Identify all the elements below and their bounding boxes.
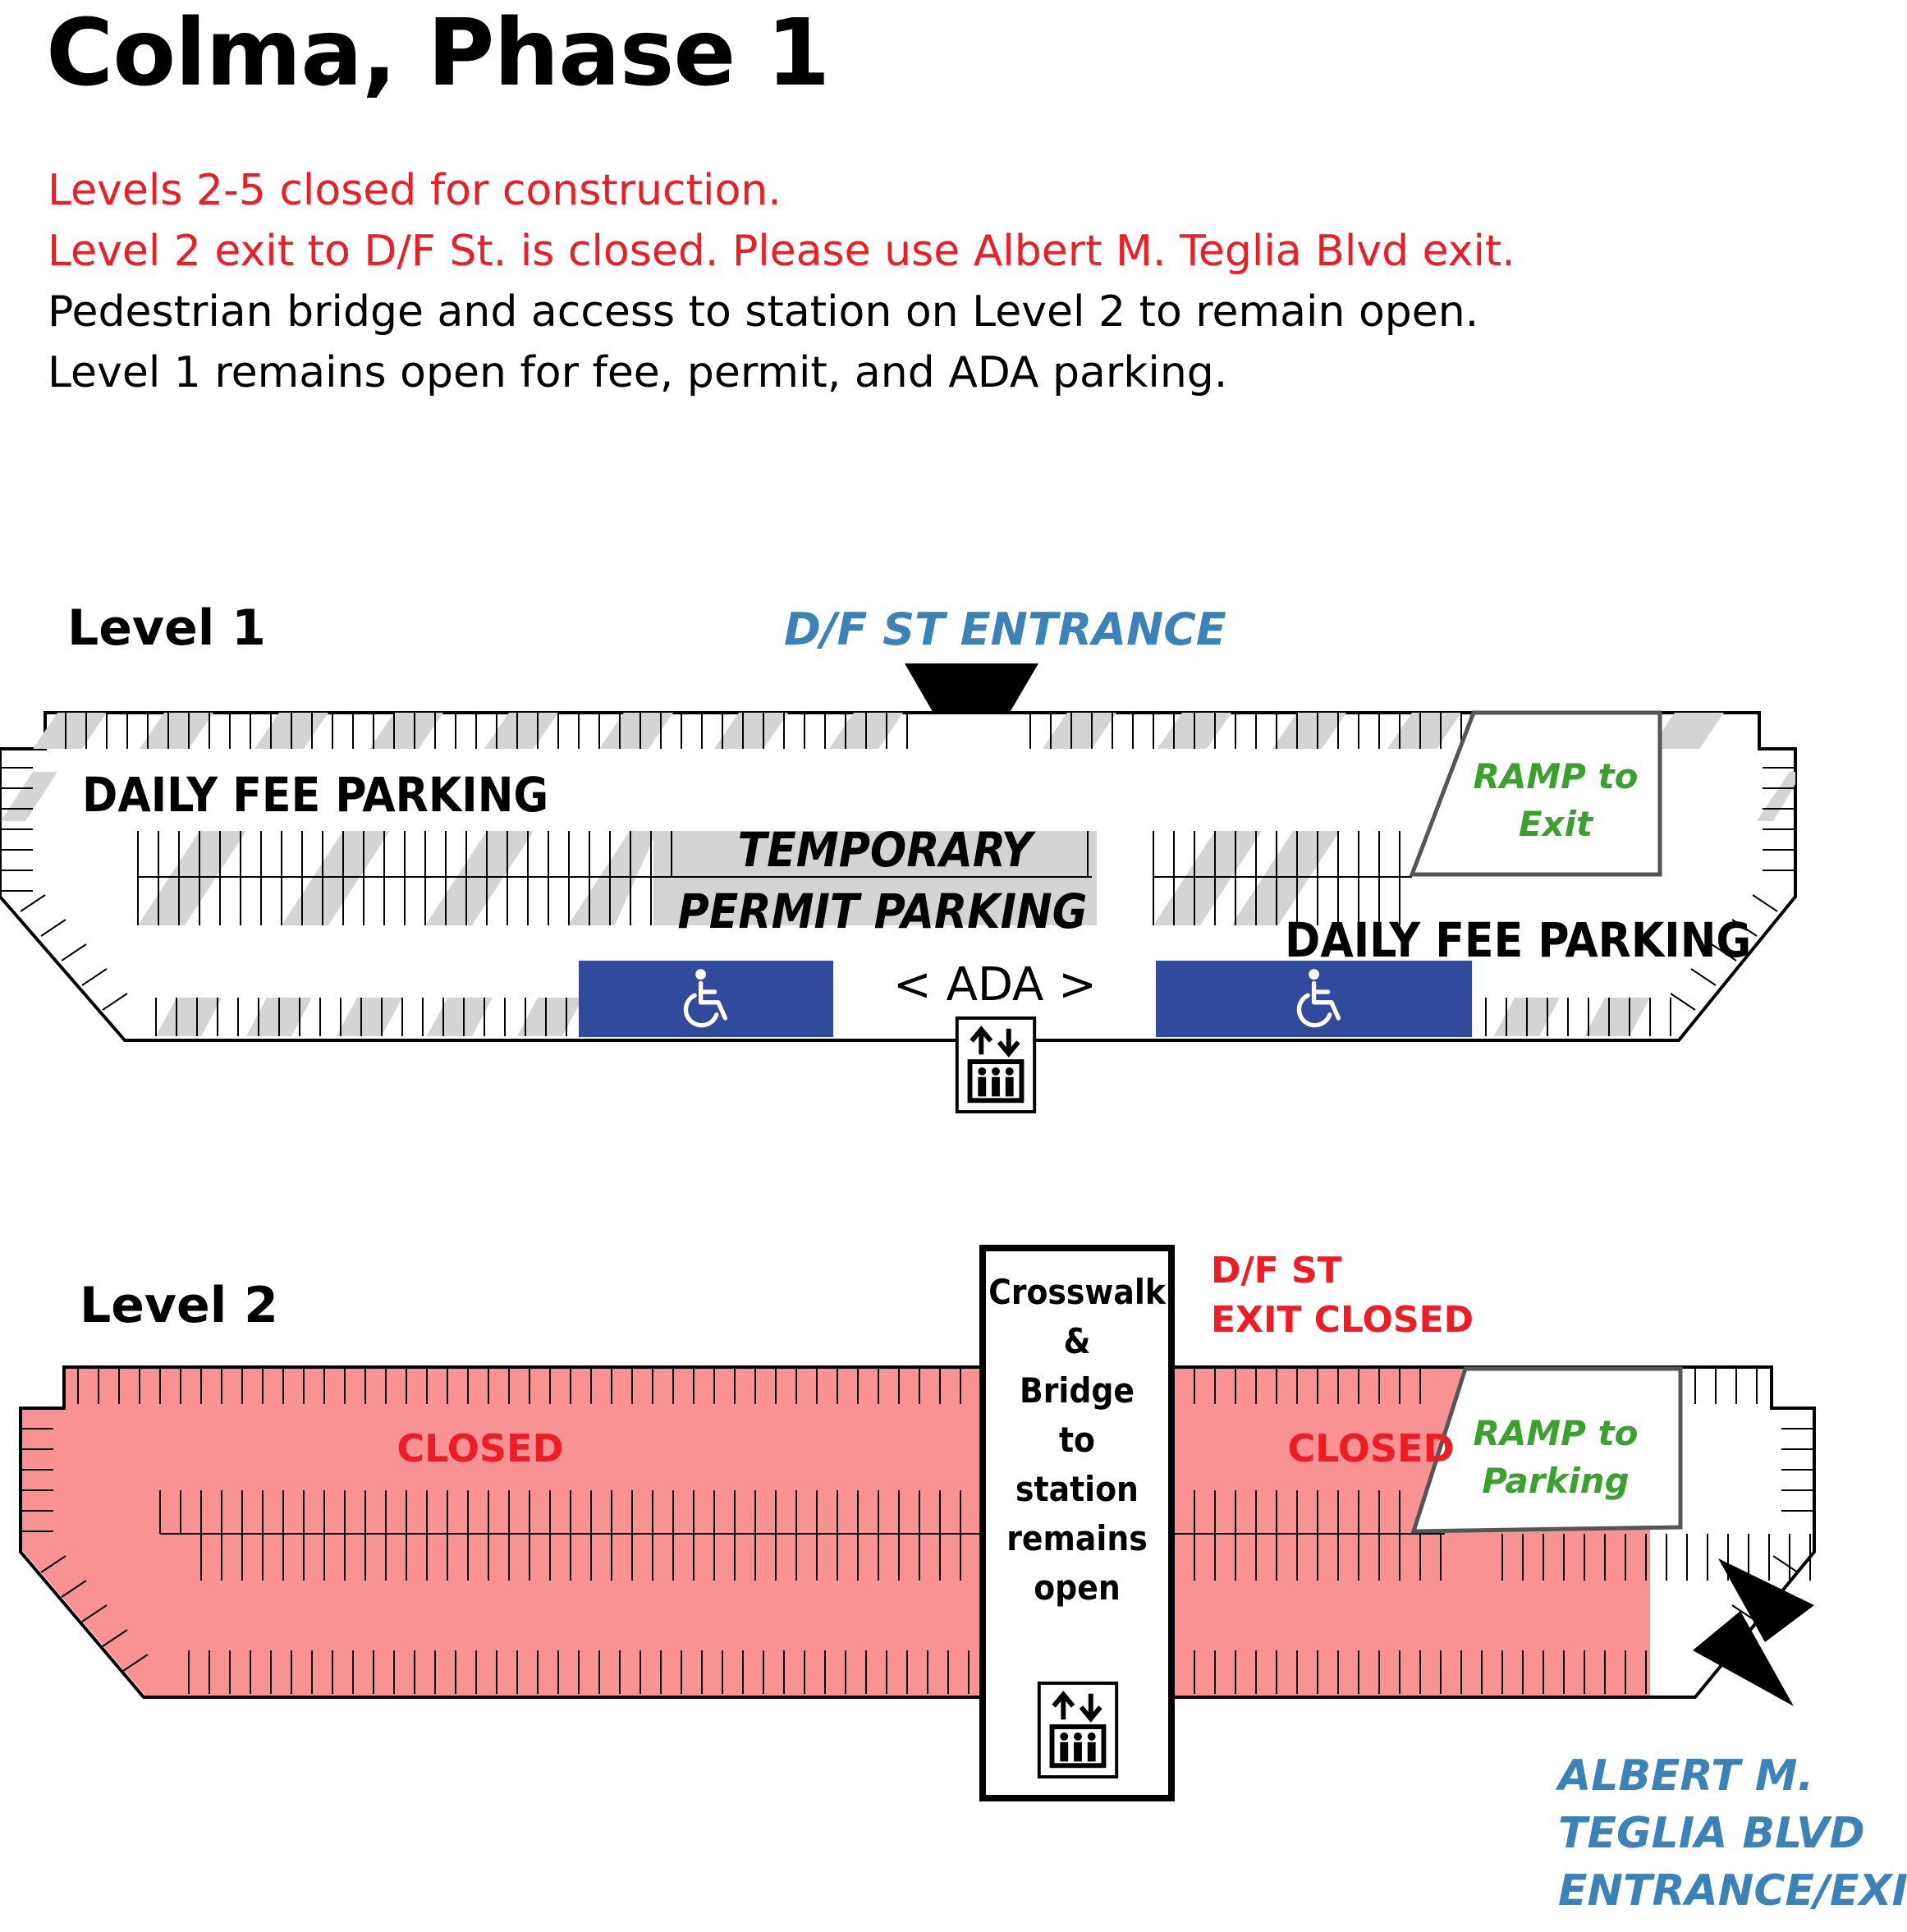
crosswalk-line: to: [1059, 1420, 1095, 1460]
notice-exit-closed: Level 2 exit to D/F St. is closed. Pleas…: [48, 227, 1515, 276]
ada-label: < ADA >: [893, 958, 1097, 1012]
level1-ramp: [1409, 710, 1662, 877]
level1-label: Level 1: [67, 599, 266, 657]
temp-permit-label-2: PERMIT PARKING: [678, 883, 1088, 939]
exit-closed-label-2: EXIT CLOSED: [1211, 1299, 1474, 1341]
crosswalk-line: remains: [1006, 1518, 1148, 1558]
level2-label: Level 2: [80, 1277, 278, 1334]
closed-label-left: CLOSED: [397, 1426, 563, 1471]
crosswalk-line: Bridge: [1020, 1370, 1135, 1411]
level2-ramp: [1410, 1366, 1683, 1534]
page-title: Colma, Phase 1: [46, 0, 830, 107]
direction-arrow-icon: [1718, 1558, 1814, 1642]
teglia-line: ENTRANCE/EXIT: [1558, 1866, 1907, 1916]
elevator-icon: [1039, 1683, 1116, 1777]
crosswalk-text: Crosswalk & Bridge to station remains op…: [988, 1272, 1167, 1608]
teglia-line: TEGLIA BLVD: [1558, 1809, 1865, 1858]
closed-area: [22, 1369, 1650, 1696]
exit-closed-label-1: D/F ST: [1211, 1250, 1342, 1292]
closed-label-right: CLOSED: [1287, 1426, 1454, 1471]
level1-stall-lines: [2, 713, 1794, 1036]
ramp-parking-label-1: RAMP to: [1474, 1413, 1639, 1453]
notices-list: Levels 2-5 closed for construction. Leve…: [48, 160, 1515, 403]
ramp-parking-label-2: Parking: [1482, 1461, 1629, 1501]
crosswalk-line: &: [1064, 1321, 1091, 1361]
temp-permit-label-1: TEMPORARY: [738, 822, 1037, 878]
level2-floor: [19, 1365, 1816, 1699]
crosswalk-line: station: [1015, 1469, 1139, 1509]
daily-fee-right-label: DAILY FEE PARKING: [1285, 912, 1751, 968]
elevator-icon: [957, 1018, 1034, 1112]
teglia-label: ALBERT M. TEGLIA BLVD ENTRANCE/EXIT: [1555, 1751, 1907, 1916]
notice-level1-open: Level 1 remains open for fee, permit, an…: [48, 348, 1228, 397]
notice-bridge-open: Pedestrian bridge and access to station …: [48, 287, 1479, 337]
crosswalk-line: Crosswalk: [988, 1272, 1167, 1312]
crosswalk-line: open: [1034, 1567, 1121, 1608]
df-st-entrance-label: D/F ST ENTRANCE: [784, 603, 1226, 655]
ramp-exit-label-2: Exit: [1519, 804, 1594, 844]
notice-levels-closed: Levels 2-5 closed for construction.: [48, 166, 782, 215]
direction-arrow-icon: [1693, 1611, 1794, 1706]
teglia-line: ALBERT M.: [1555, 1751, 1813, 1801]
ramp-exit-label-1: RAMP to: [1474, 756, 1639, 796]
level1-floor: [0, 710, 1797, 1042]
daily-fee-left-label: DAILY FEE PARKING: [82, 767, 548, 823]
